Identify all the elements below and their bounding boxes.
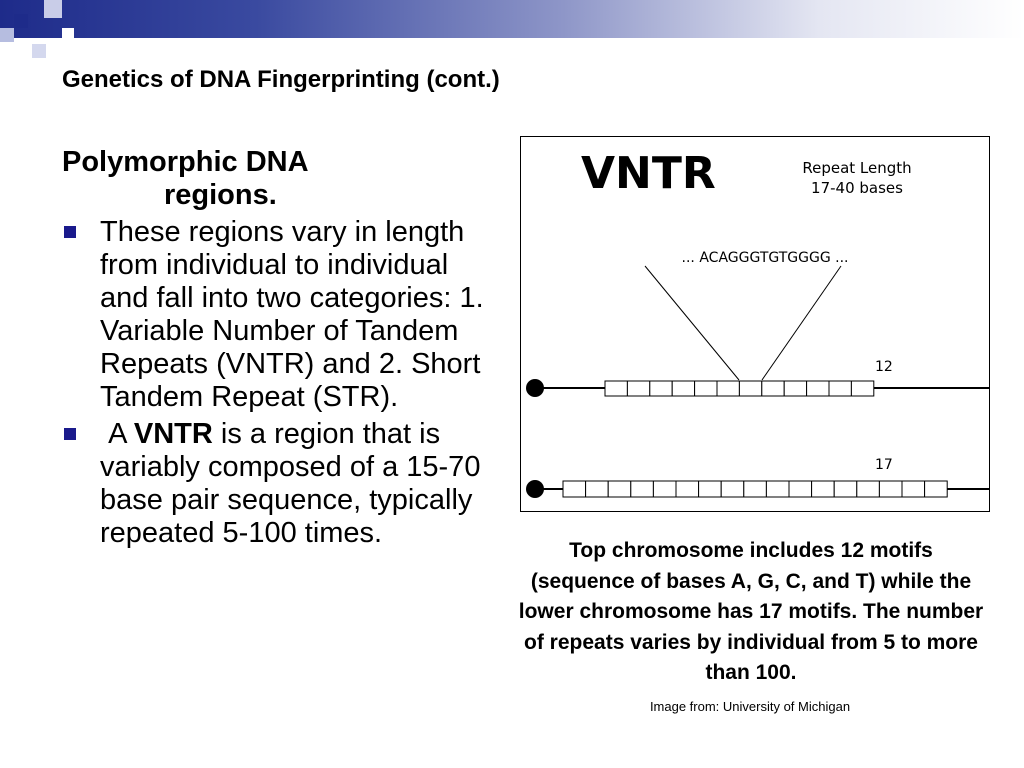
top-repeat-motif bbox=[604, 380, 628, 397]
top-repeat-motif bbox=[850, 380, 875, 397]
header-gradient-bar bbox=[0, 0, 1024, 38]
bottom-repeat-motif bbox=[878, 480, 903, 498]
bullet-2-bold: VNTR bbox=[133, 418, 213, 450]
bottom-repeat-motif bbox=[924, 480, 948, 498]
bottom-repeat-motif bbox=[811, 480, 835, 498]
slide-title: Genetics of DNA Fingerprinting (cont.) bbox=[62, 66, 500, 93]
bullet-2-pre: A bbox=[100, 418, 134, 450]
bottom-repeat-motif bbox=[901, 480, 926, 498]
bottom-repeat-motif bbox=[743, 480, 767, 498]
top-repeat-motif bbox=[806, 380, 830, 397]
top-repeat-motif bbox=[783, 380, 808, 397]
bullet-1-text: These regions vary in length from indivi… bbox=[100, 216, 484, 413]
header-square-5 bbox=[62, 28, 74, 40]
header-square-2 bbox=[0, 28, 14, 42]
header-square-4 bbox=[32, 44, 46, 58]
top-repeat-motif bbox=[694, 380, 718, 397]
top-repeat-motif bbox=[828, 380, 852, 397]
bottom-repeat-motif bbox=[698, 480, 722, 498]
bottom-repeat-boxes bbox=[562, 480, 948, 498]
top-repeat-motif bbox=[649, 380, 673, 397]
top-count-label: 12 bbox=[875, 359, 893, 375]
bottom-repeat-motif bbox=[585, 480, 609, 498]
callout-line-right bbox=[761, 265, 842, 381]
repeat-length-label: Repeat Length bbox=[802, 159, 911, 177]
bottom-repeat-motif bbox=[630, 480, 654, 498]
repeat-sequence: ... ACAGGGTGTGGGG ... bbox=[682, 250, 849, 266]
top-repeat-boxes bbox=[604, 380, 875, 397]
subheading-line-2: regions. bbox=[164, 179, 277, 211]
header-square-1 bbox=[14, 14, 28, 28]
header-square-3 bbox=[44, 0, 62, 18]
bullet-item-2: A VNTR is a region that is variably comp… bbox=[62, 418, 502, 550]
bullet-item-1: These regions vary in length from indivi… bbox=[62, 216, 502, 414]
subheading: Polymorphic DNA regions. bbox=[62, 146, 502, 212]
square-bullet-icon bbox=[64, 428, 76, 440]
bottom-repeat-motif bbox=[607, 480, 632, 498]
figure-caption: Top chromosome includes 12 motifs (seque… bbox=[518, 539, 984, 684]
bottom-repeat-motif bbox=[720, 480, 745, 498]
body-text: Polymorphic DNA regions. These regions v… bbox=[62, 146, 502, 554]
image-credit: Image from: University of Michigan bbox=[649, 699, 851, 714]
vntr-figure: VNTR Repeat Length 17-40 bases ... ACAGG… bbox=[520, 136, 990, 512]
bullet-2-post: is a region that is variably composed of… bbox=[100, 418, 481, 549]
bottom-repeat-motif bbox=[675, 480, 700, 498]
top-repeat-motif bbox=[738, 380, 763, 397]
top-repeat-motif bbox=[671, 380, 696, 397]
top-centromere bbox=[526, 379, 544, 397]
bottom-repeat-motif bbox=[652, 480, 677, 498]
callout-line-left bbox=[644, 265, 740, 381]
bullet-list: These regions vary in length from indivi… bbox=[62, 216, 502, 550]
bottom-repeat-motif bbox=[833, 480, 858, 498]
bottom-repeat-motif bbox=[856, 480, 880, 498]
bottom-repeat-motif bbox=[562, 480, 587, 498]
subheading-line-1: Polymorphic DNA bbox=[62, 146, 309, 178]
bottom-repeat-motif bbox=[788, 480, 813, 498]
top-repeat-motif bbox=[626, 380, 651, 397]
vntr-heading: VNTR bbox=[581, 148, 716, 199]
repeat-length-value: 17-40 bases bbox=[811, 179, 903, 197]
top-repeat-motif bbox=[716, 380, 740, 397]
top-repeat-motif bbox=[761, 380, 785, 397]
bottom-count-label: 17 bbox=[875, 457, 893, 473]
vntr-diagram: VNTR Repeat Length 17-40 bases ... ACAGG… bbox=[526, 148, 989, 498]
bottom-repeat-motif bbox=[765, 480, 790, 498]
bottom-centromere bbox=[526, 480, 544, 498]
square-bullet-icon bbox=[64, 226, 76, 238]
